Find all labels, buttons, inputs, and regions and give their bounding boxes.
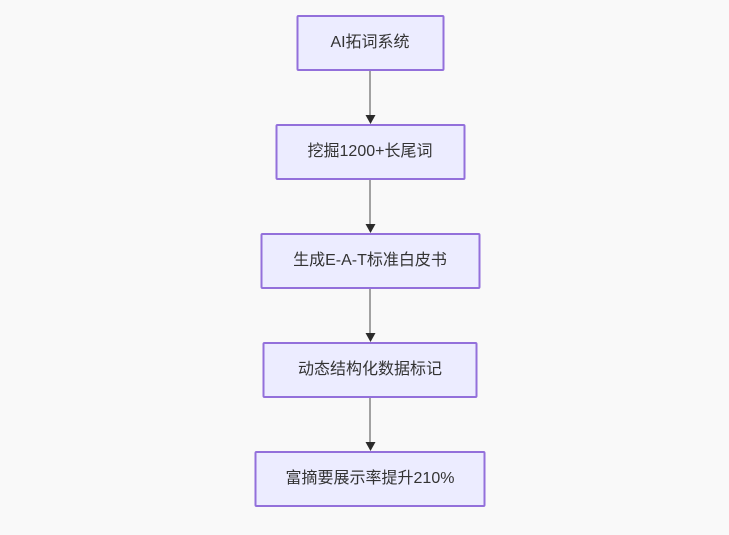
flow-node-generate-eat-whitepaper: 生成E-A-T标准白皮书 [260,233,480,289]
flow-edge [365,289,375,342]
flow-node-label: 生成E-A-T标准白皮书 [293,252,447,269]
flow-node-label: AI拓词系统 [330,34,410,51]
arrow-down-icon [365,224,375,233]
flow-node-rich-snippet-rate-increase: 富摘要展示率提升210% [254,451,486,507]
edge-line [369,289,371,334]
flowchart: AI拓词系统 挖掘1200+长尾词 生成E-A-T标准白皮书 动态结构化数据标记… [254,15,486,507]
edge-line [369,398,371,443]
flow-node-mine-longtail-keywords: 挖掘1200+长尾词 [275,124,465,180]
edge-line [369,71,371,116]
flow-edge [365,71,375,124]
flow-node-label: 富摘要展示率提升210% [285,470,455,487]
arrow-down-icon [365,442,375,451]
flow-node-label: 动态结构化数据标记 [297,361,442,378]
arrow-down-icon [365,115,375,124]
flow-edge [365,398,375,451]
arrow-down-icon [365,333,375,342]
flow-node-label: 挖掘1200+长尾词 [307,143,433,160]
flow-node-ai-word-expansion-system: AI拓词系统 [296,15,444,71]
flow-node-dynamic-structured-data-markup: 动态结构化数据标记 [262,342,478,398]
edge-line [369,180,371,225]
flow-edge [365,180,375,233]
